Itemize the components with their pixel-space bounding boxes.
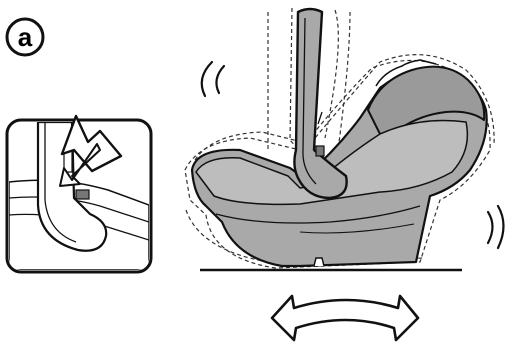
carry-handle: [294, 9, 346, 198]
step-label: a: [18, 22, 33, 52]
inset-latch-button: [76, 190, 89, 199]
step-badge: a: [7, 19, 43, 55]
shake-left-arc-icon: [202, 62, 224, 96]
rock-double-arrow-icon: [272, 296, 418, 340]
handle-latch: [316, 146, 324, 156]
detail-inset: [7, 116, 151, 272]
shake-right-arc-icon: [488, 206, 504, 248]
